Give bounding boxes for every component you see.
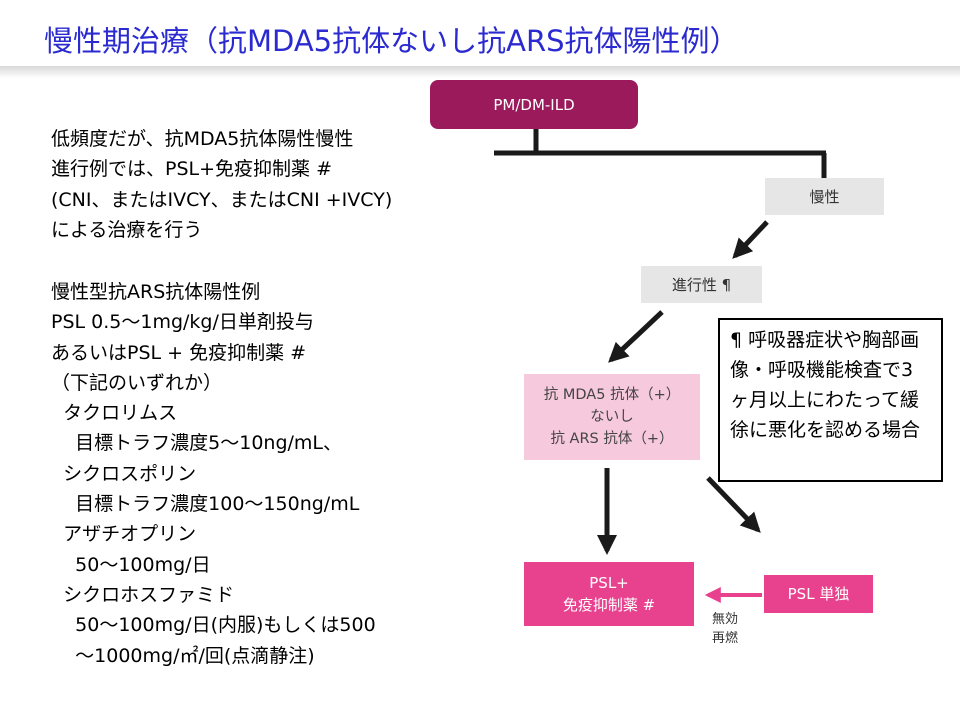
arrow-progressive-to-psl-only — [706, 476, 761, 533]
slide-title: 慢性期治療（抗MDA5抗体ないし抗ARS抗体陽性例） — [44, 24, 739, 58]
psl-monotherapy-box: PSL 単独 — [764, 575, 873, 613]
arrow-progressive-to-antibody — [608, 310, 664, 363]
antibody-box: 抗 MDA5 抗体（+） ないし 抗 ARS 抗体（+） — [524, 374, 700, 460]
footnote-box: ¶ 呼吸器症状や胸部画像・呼吸機能検査で3ヶ月以上にわたって緩徐に悪化を認める場… — [718, 318, 943, 482]
progressive-box: 進行性 ¶ — [641, 266, 762, 303]
ars-treatment-text: 慢性型抗ARS抗体陽性例 PSL 0.5～1mg/kg/日単剤投与 あるいはPS… — [51, 281, 376, 667]
header-divider — [0, 66, 960, 78]
chronic-box: 慢性 — [765, 178, 884, 215]
arrow-chronic-to-progressive — [732, 220, 769, 259]
psl-combination-box: PSL+ 免疫抑制薬 # — [524, 562, 694, 626]
mda5-treatment-text: 低頻度だが、抗MDA5抗体陽性慢性 進行例では、PSL+免疫抑制薬 # (CNI… — [51, 128, 393, 241]
relapse-label: 無効 再燃 — [712, 612, 739, 646]
root-box: PM/DM-ILD — [430, 80, 638, 129]
